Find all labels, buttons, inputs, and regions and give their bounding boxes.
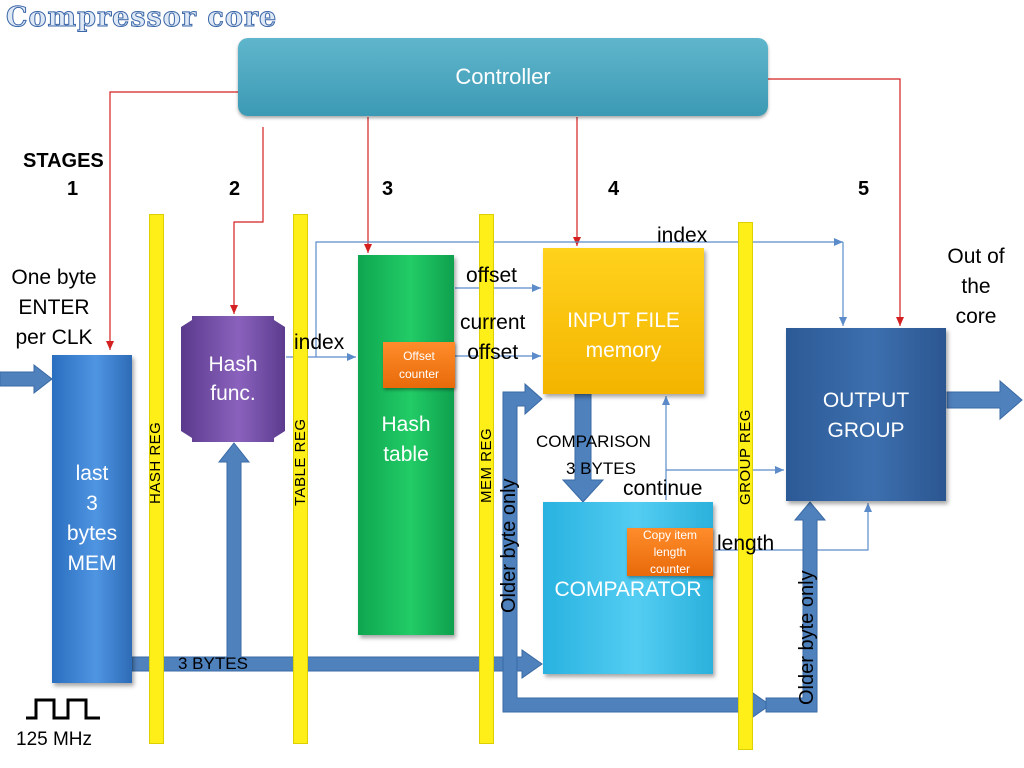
comparison-label: COMPARISON 3 BYTES — [536, 428, 651, 482]
offset-label: offset — [466, 264, 517, 287]
comparison-bus — [561, 393, 605, 503]
hash-func-label-line-1: Hash — [208, 353, 258, 376]
hash-register — [149, 214, 164, 744]
input-file-label-line-1: INPUT FILE — [567, 309, 680, 332]
clock-waveform — [26, 698, 100, 720]
stage-number-3: 3 — [382, 178, 394, 200]
last-3-bytes-mem-block: last 3 bytes MEM — [52, 355, 132, 683]
control-line-stage-5 — [768, 78, 904, 326]
current-offset-line-1: current — [460, 311, 526, 334]
input-label-line-2: ENTER — [18, 296, 90, 319]
older-byte-label-1: Older byte only — [498, 478, 520, 613]
hash-function-block: Hash func. — [181, 316, 285, 442]
mem-register — [479, 214, 494, 744]
output-label: Out of the core — [938, 242, 1014, 332]
current-offset-line-2: offset — [467, 341, 519, 364]
stage-number-1: 1 — [67, 178, 79, 200]
index-table-label: index — [294, 331, 345, 354]
continue-label: continue — [623, 477, 703, 500]
hash-table-label-line-1: Hash — [381, 413, 431, 436]
mem-label-line-3: bytes — [66, 522, 118, 545]
hash-table-label-line-2: table — [383, 443, 429, 466]
stage-number-4: 4 — [608, 178, 620, 200]
group-register — [738, 222, 753, 750]
current-offset-label: current offset — [460, 308, 525, 368]
offset-counter-line-2: counter — [398, 367, 440, 381]
output-label-line-2: the — [961, 275, 991, 298]
hash-table-block: Hash table — [358, 255, 454, 635]
table-register — [293, 214, 308, 744]
input-label: One byte ENTER per CLK — [4, 263, 104, 353]
input-file-memory-block: INPUT FILE memory — [543, 248, 704, 394]
table-register-label: TABLE REG — [292, 418, 309, 506]
output-group-label-line-1: OUTPUT — [822, 389, 910, 412]
comparator-label: COMPARATOR — [554, 578, 702, 601]
clock-label: 125 MHz — [16, 729, 93, 750]
input-bus-arrow — [0, 363, 53, 395]
output-group-label-line-2: GROUP — [827, 419, 905, 442]
mem-label-line-2: 3 — [86, 492, 98, 515]
diagram-title: Compressor core — [5, 2, 278, 34]
output-label-line-3: core — [955, 305, 997, 328]
output-group-block: OUTPUT GROUP — [786, 328, 946, 501]
offset-counter-line-1: Offset — [403, 349, 435, 363]
output-label-line-1: Out of — [947, 245, 1005, 268]
copy-item-length-counter-block: Copy item length counter — [627, 528, 713, 576]
control-line-stage-1 — [106, 91, 238, 350]
bus-to-hash-func — [217, 442, 251, 665]
mem-register-label: MEM REG — [478, 427, 495, 503]
stage-number-2: 2 — [229, 178, 241, 200]
index-top-label: index — [657, 224, 708, 247]
offset-counter-block: Offset counter — [383, 342, 455, 388]
length-label: length — [717, 532, 775, 555]
control-line-stage-2 — [230, 127, 264, 314]
output-bus-arrow — [946, 379, 1023, 421]
controller-label: Controller — [455, 64, 551, 89]
line-length-output — [715, 503, 872, 551]
input-label-line-1: One byte — [11, 266, 97, 289]
copy-counter-line-3: counter — [649, 561, 691, 576]
mem-label-line-4: MEM — [67, 552, 117, 575]
hash-register-label: HASH REG — [147, 421, 164, 504]
input-label-line-3: per CLK — [15, 326, 93, 349]
copy-counter-line-1: Copy item — [642, 527, 698, 542]
hash-func-label-line-2: func. — [210, 382, 256, 405]
input-file-label-line-2: memory — [585, 339, 662, 362]
comparison-line-1: COMPARISON — [536, 432, 651, 451]
older-byte-bus-output — [765, 501, 827, 713]
controller-block: Controller — [238, 38, 768, 116]
stage-number-5: 5 — [858, 178, 870, 200]
older-byte-label-2: Older byte only — [796, 570, 818, 705]
comparison-line-2: 3 BYTES — [566, 459, 636, 478]
copy-counter-line-2: length — [653, 544, 687, 559]
stages-heading: STAGES — [23, 150, 104, 172]
mem-label-line-1: last — [75, 462, 109, 485]
line-index-to-output — [315, 238, 843, 357]
three-bytes-label: 3 BYTES — [178, 654, 248, 673]
group-register-label: GROUP REG — [737, 409, 754, 505]
